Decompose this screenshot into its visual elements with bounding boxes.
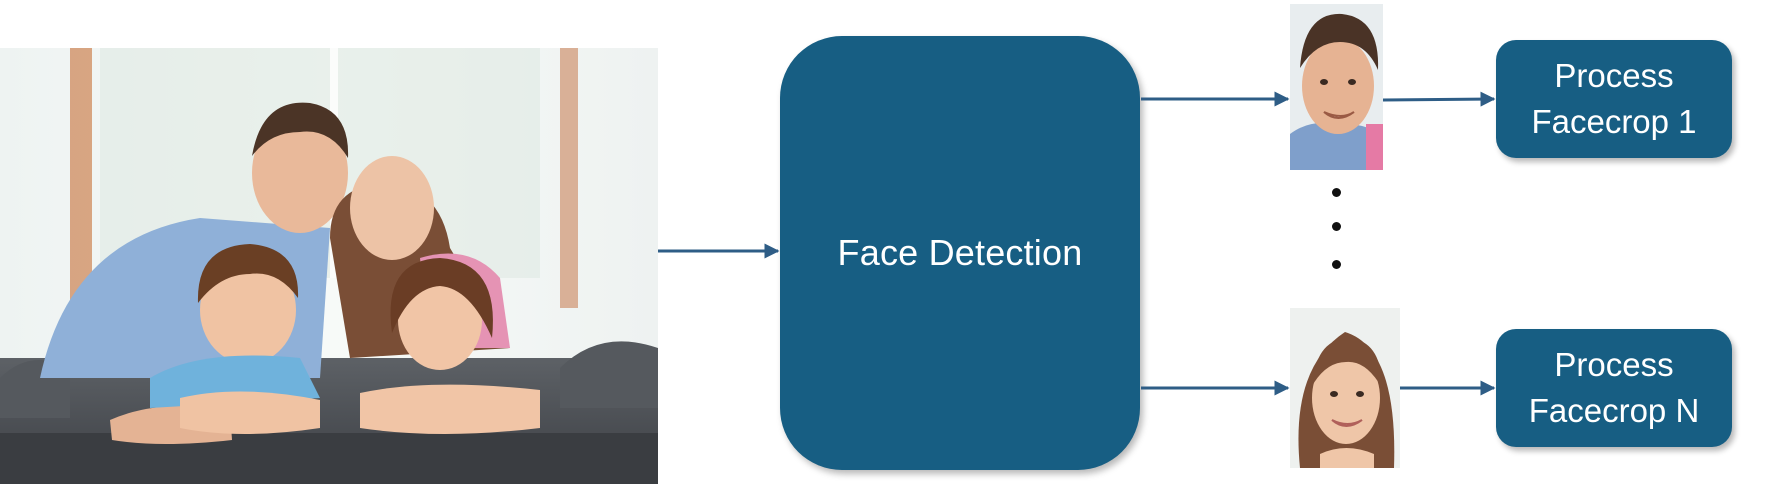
process-n-line1: Process xyxy=(1554,346,1674,383)
face-detection-node: Face Detection xyxy=(780,36,1140,470)
process-1-line1: Process xyxy=(1554,57,1674,94)
process-facecrop-1-node: Process Facecrop 1 xyxy=(1496,40,1732,158)
process-n-line2: Facecrop N xyxy=(1528,392,1700,429)
process-facecrop-n-node: Process Facecrop N xyxy=(1496,329,1732,447)
face-detection-label: Face Detection xyxy=(837,232,1083,273)
arrow-crop-1-to-process-1 xyxy=(1382,91,1496,107)
input-family-photo xyxy=(0,48,658,484)
face-crop-1 xyxy=(1290,4,1383,170)
ellipsis-dot-2 xyxy=(1332,222,1341,231)
ellipsis-dot-1 xyxy=(1332,188,1341,197)
ellipsis-dot-3 xyxy=(1332,260,1341,269)
process-1-line2: Facecrop 1 xyxy=(1531,103,1697,140)
face-crop-n xyxy=(1290,308,1400,468)
